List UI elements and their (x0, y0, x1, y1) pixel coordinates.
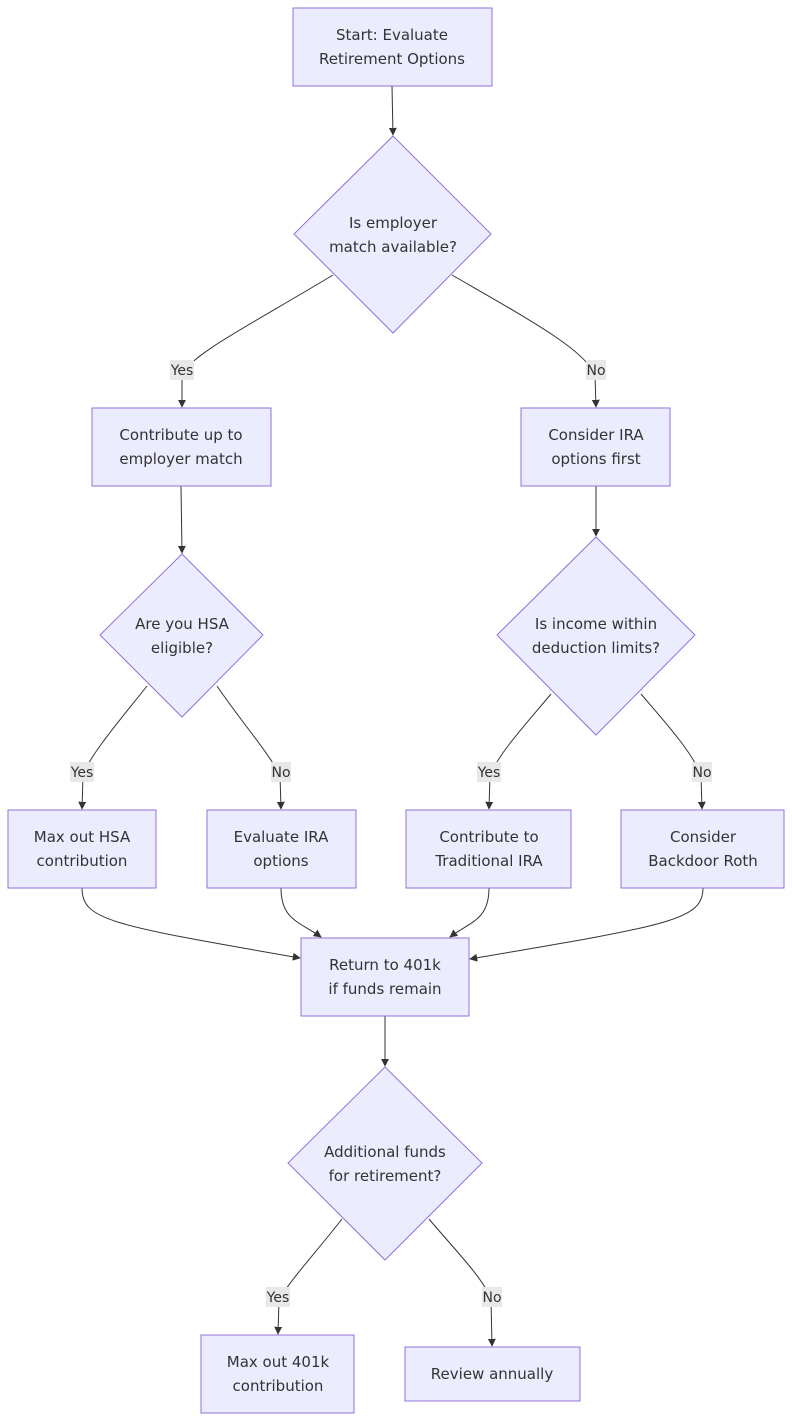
node-backdoor-roth: Consider Backdoor Roth (620, 809, 785, 889)
edge-label-bg (70, 762, 94, 782)
node-traditional-ira-line-1: Contribute to (439, 828, 538, 846)
edge-income-no (640, 693, 706, 810)
edges (78, 85, 706, 1347)
node-contribute-match-line-1: Contribute up to (119, 426, 242, 444)
decision-hsa-eligible-line-2: eligible? (151, 639, 213, 657)
edge-trad-to-return (449, 887, 490, 938)
node-review-annually: Review annually (404, 1346, 581, 1402)
edge-label-bg (170, 360, 194, 380)
node-contribute-match: Contribute up to employer match (91, 407, 272, 487)
edge-hsa-to-return (81, 887, 301, 961)
node-start-line-2: Retirement Options (319, 50, 465, 68)
edge-backdoor-to-return (469, 887, 704, 962)
edge-label-additional-no: No (482, 1290, 501, 1306)
edge-match-no (451, 274, 600, 408)
decision-additional-funds-line-1: Additional funds (324, 1143, 446, 1161)
decision-hsa-eligible: Are you HSA eligible? (99, 553, 264, 718)
decision-employer-match-line-2: match available? (329, 238, 457, 256)
node-return-401k-line-1: Return to 401k (329, 956, 441, 974)
edge-income-yes (485, 693, 552, 810)
node-traditional-ira-line-2: Traditional IRA (434, 852, 543, 870)
decision-income-limits-line-2: deduction limits? (532, 639, 660, 657)
node-backdoor-roth-line-1: Consider (670, 828, 737, 846)
node-review-annually-line-1: Review annually (431, 1365, 554, 1383)
node-max-401k-line-1: Max out 401k (227, 1353, 330, 1371)
node-consider-ira-line-2: options first (551, 450, 640, 468)
node-start: Start: Evaluate Retirement Options (292, 7, 493, 87)
edge-start-to-match (388, 85, 397, 136)
edge-label-match-yes: Yes (170, 363, 194, 379)
node-evaluate-ira-line-2: options (253, 852, 308, 870)
edge-label-income-yes: Yes (477, 765, 501, 781)
edge-label-bg (586, 360, 606, 380)
edge-additional-yes (274, 1218, 343, 1335)
nodes: Start: Evaluate Retirement Options Is em… (7, 7, 785, 1414)
decision-hsa-eligible-line-1: Are you HSA (135, 615, 230, 633)
node-consider-ira: Consider IRA options first (520, 407, 671, 487)
edge-hsa-no (216, 685, 285, 810)
edge-label-bg (266, 1287, 290, 1307)
edge-additional-no (428, 1218, 496, 1347)
node-max-hsa: Max out HSA contribution (7, 809, 157, 889)
decision-additional-funds: Additional funds for retirement? (287, 1066, 483, 1261)
edge-match-yes (178, 274, 334, 408)
node-contribute-match-line-2: employer match (119, 450, 242, 468)
edge-label-bg (482, 1287, 502, 1307)
edge-evalira-to-return (280, 887, 322, 938)
edge-label-bg (271, 762, 291, 782)
node-consider-ira-line-1: Consider IRA (548, 426, 644, 444)
edge-label-bg (692, 762, 712, 782)
edge-label-bg (477, 762, 501, 782)
node-evaluate-ira: Evaluate IRA options (206, 809, 357, 889)
edge-label-income-no: No (692, 765, 711, 781)
node-return-401k: Return to 401k if funds remain (300, 937, 470, 1017)
edge-hsa-yes (78, 685, 148, 810)
node-traditional-ira: Contribute to Traditional IRA (405, 809, 572, 889)
node-backdoor-roth-line-2: Backdoor Roth (648, 852, 758, 870)
edge-label-hsa-yes: Yes (70, 765, 94, 781)
edge-label-match-no: No (586, 363, 605, 379)
node-max-401k: Max out 401k contribution (200, 1334, 355, 1414)
edge-labels: Yes No Yes No Yes No Yes No (70, 360, 712, 1307)
edge-contribute-to-hsa (177, 485, 186, 554)
node-return-401k-line-2: if funds remain (328, 980, 441, 998)
node-max-hsa-line-1: Max out HSA (34, 828, 131, 846)
node-max-hsa-line-2: contribution (37, 852, 128, 870)
decision-employer-match: Is employer match available? (293, 135, 492, 334)
node-start-line-1: Start: Evaluate (336, 26, 448, 44)
decision-additional-funds-line-2: for retirement? (329, 1167, 442, 1185)
node-max-401k-line-2: contribution (233, 1377, 324, 1395)
decision-employer-match-line-1: Is employer (349, 214, 438, 232)
node-evaluate-ira-line-1: Evaluate IRA (234, 828, 330, 846)
decision-income-limits-line-1: Is income within (535, 615, 657, 633)
edge-label-additional-yes: Yes (266, 1290, 290, 1306)
edge-label-hsa-no: No (271, 765, 290, 781)
decision-income-limits: Is income within deduction limits? (496, 536, 696, 736)
